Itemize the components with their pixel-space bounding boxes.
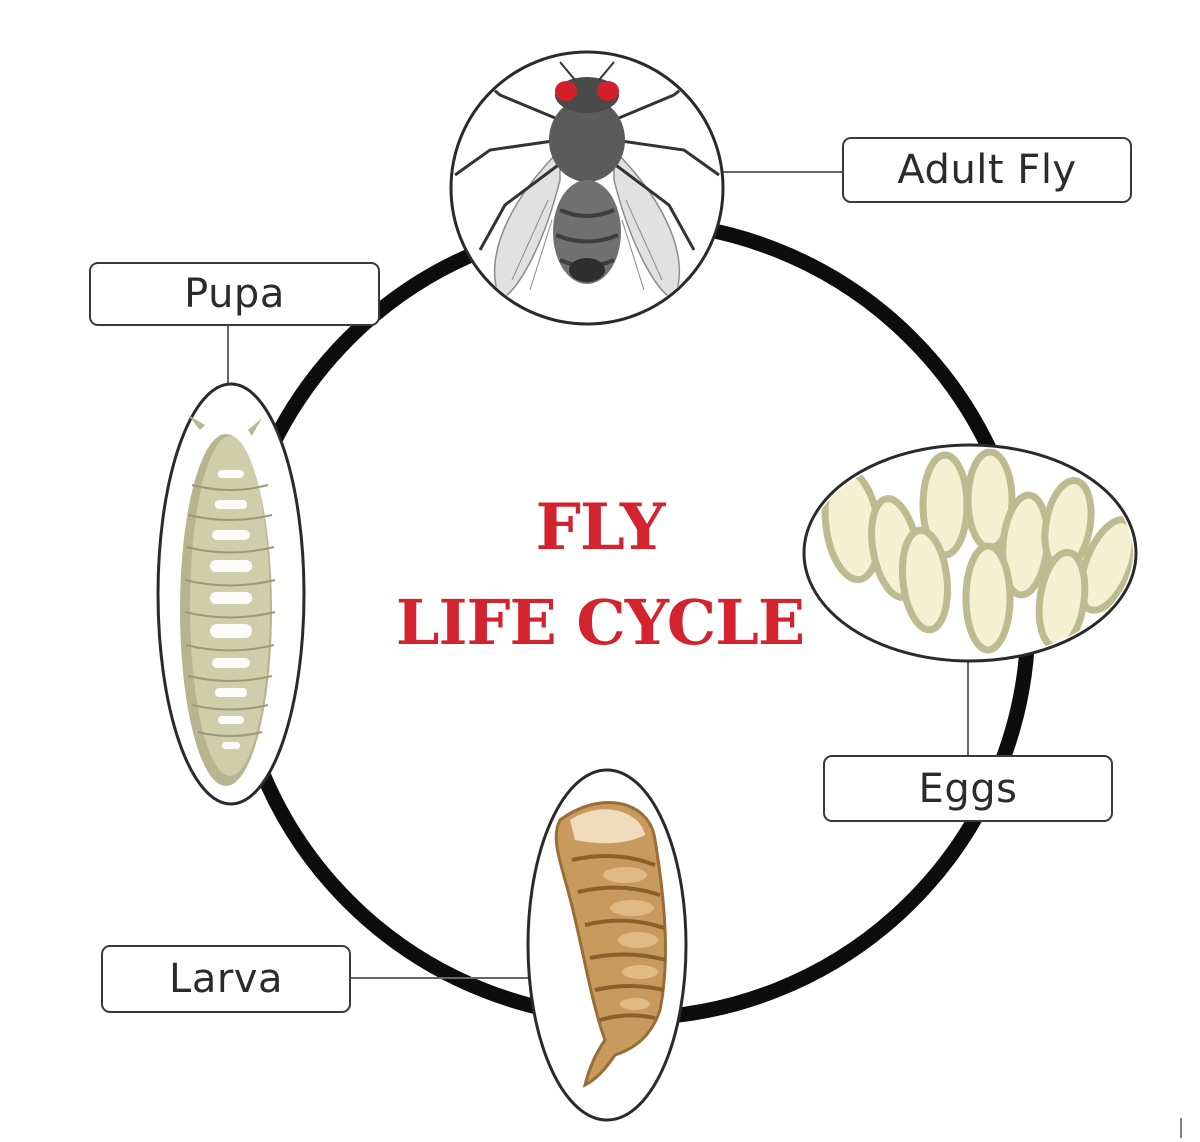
diagram-title-line-1: FLY <box>535 490 665 565</box>
stage-label-pupa: Pupa <box>89 262 380 326</box>
stage-label-larva: Larva <box>101 945 351 1013</box>
pupa-icon <box>156 382 306 806</box>
stage-label-adult-fly: Adult Fly <box>842 137 1132 203</box>
adult-fly-icon <box>449 50 725 326</box>
stage-label-eggs: Eggs <box>823 755 1113 822</box>
diagram-title-line-2: LIFE CYCLE <box>395 586 805 659</box>
larva-icon <box>526 768 688 1122</box>
eggs-icon <box>802 443 1138 663</box>
